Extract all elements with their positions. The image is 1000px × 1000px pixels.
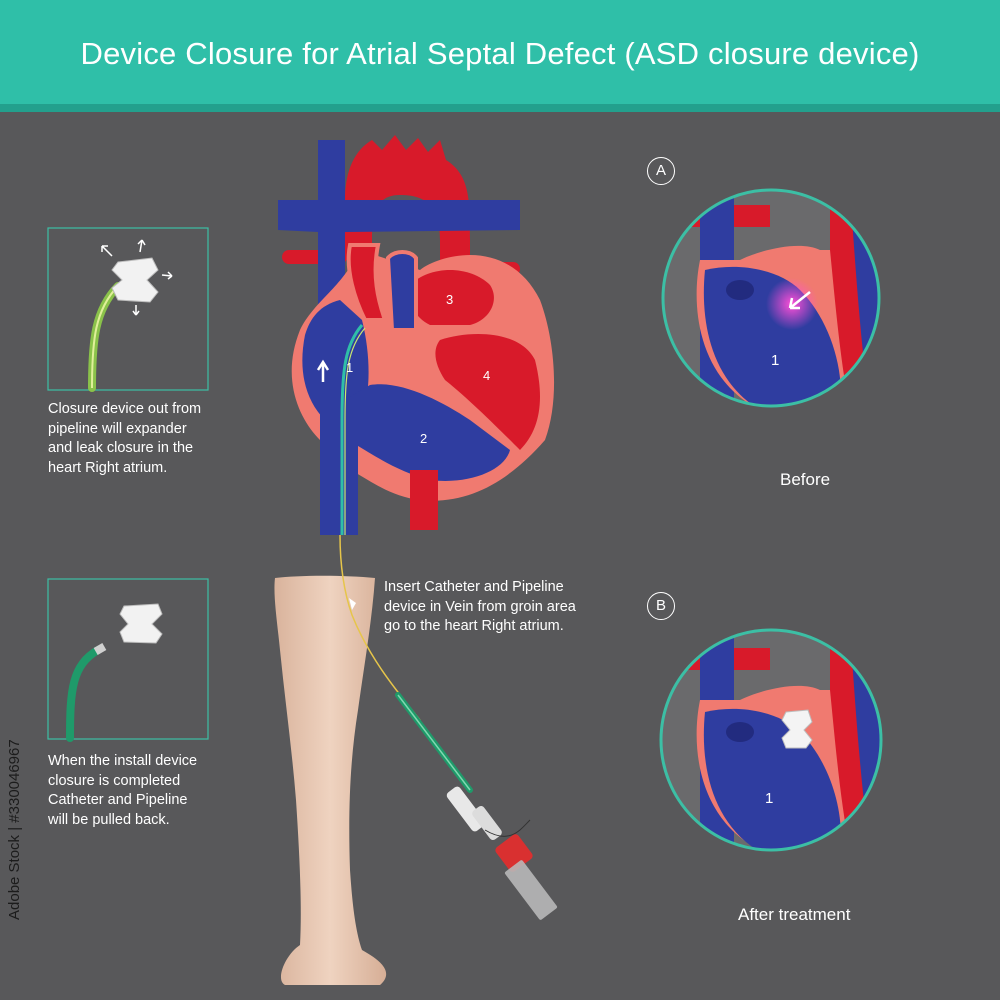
- caption-line: device in Vein from groin area: [384, 598, 576, 615]
- caption-line: go to the heart Right atrium.: [384, 618, 564, 634]
- closure-device-icon: [781, 709, 813, 749]
- chamber-number-1: 1: [346, 360, 354, 375]
- descending-aorta: [410, 470, 438, 530]
- catheter-wire: [91, 285, 119, 389]
- left-ventricle: [435, 334, 540, 450]
- closure-device-icon: [119, 603, 163, 644]
- caption-line: and leak closure in the: [48, 440, 194, 456]
- leg-illustration: [274, 575, 387, 985]
- chamber-number-4: 4: [483, 368, 491, 383]
- catheter-tube: [88, 282, 122, 392]
- guide-wire: [344, 327, 366, 535]
- catheter-in-heart: [340, 324, 364, 535]
- pulmonary-trunk: [385, 250, 418, 332]
- superior-vena-cava: [318, 140, 345, 240]
- catheter-sheath: [395, 692, 558, 920]
- heart-diagram: [278, 135, 555, 535]
- shadow: [726, 722, 754, 742]
- caption-line: heart Right atrium.: [48, 459, 168, 476]
- chamber-number-2: 2: [420, 431, 428, 446]
- syringe-barrel: [504, 860, 558, 920]
- side-port: [472, 806, 502, 840]
- title-banner-shadow: [0, 104, 1000, 112]
- inferior-vena-cava: [320, 410, 358, 535]
- caption-line: pipeline will expander: [48, 420, 187, 437]
- right-ventricle: [330, 384, 510, 481]
- closure-device-icon: [111, 257, 159, 303]
- flow-arrow-icon: [316, 359, 330, 382]
- left-atrium: [408, 270, 494, 325]
- right-atrium: [302, 300, 369, 420]
- aorta: [345, 135, 470, 285]
- shadow: [726, 280, 754, 300]
- inset-frame: [659, 628, 883, 852]
- device-pullback-panel: [47, 578, 209, 742]
- caption-line: Closure device out from: [48, 401, 202, 417]
- ascending-aorta: [346, 243, 388, 322]
- shunt-arrow-icon: [788, 291, 811, 310]
- caption-line: Catheter and Pipeline: [48, 792, 188, 808]
- insert-caption: Insert Catheter and Pipeline device in V…: [384, 578, 624, 637]
- inset-frame: [661, 188, 881, 408]
- hub-connector: [446, 786, 486, 832]
- pullback-caption: When the install device closure is compl…: [48, 752, 228, 830]
- chamber-number-3: 3: [446, 292, 454, 307]
- catheter-tube: [66, 646, 102, 742]
- caption-line: will be pulled back.: [48, 811, 170, 828]
- side-port-line: [484, 819, 531, 837]
- inset-b-label: After treatment: [738, 905, 851, 924]
- page-title: Device Closure for Atrial Septal Defect …: [80, 36, 920, 71]
- title-banner: [0, 0, 1000, 112]
- insert-arrow-icon: [349, 598, 356, 610]
- inset-a-chamber-number: 1: [771, 352, 780, 369]
- stock-id-watermark: Adobe Stock | #330046967: [6, 739, 23, 920]
- caption-line: closure is completed: [48, 772, 181, 789]
- inset-b-badge: B: [647, 592, 675, 620]
- inset-after: [659, 628, 883, 852]
- catheter-tip: [93, 643, 107, 655]
- caption-line: When the install device: [48, 753, 198, 769]
- expand-arrows-icon: [101, 239, 173, 316]
- device-expand-panel: [47, 227, 209, 392]
- inset-b-chamber-number: 1: [765, 790, 774, 807]
- inset-before: [661, 188, 881, 408]
- caption-line: Insert Catheter and Pipeline: [384, 579, 564, 595]
- expand-caption: Closure device out from pipeline will ex…: [48, 400, 228, 478]
- leg: [274, 575, 387, 985]
- inset-a-label: Before: [780, 470, 831, 489]
- inset-a-badge: A: [647, 157, 675, 185]
